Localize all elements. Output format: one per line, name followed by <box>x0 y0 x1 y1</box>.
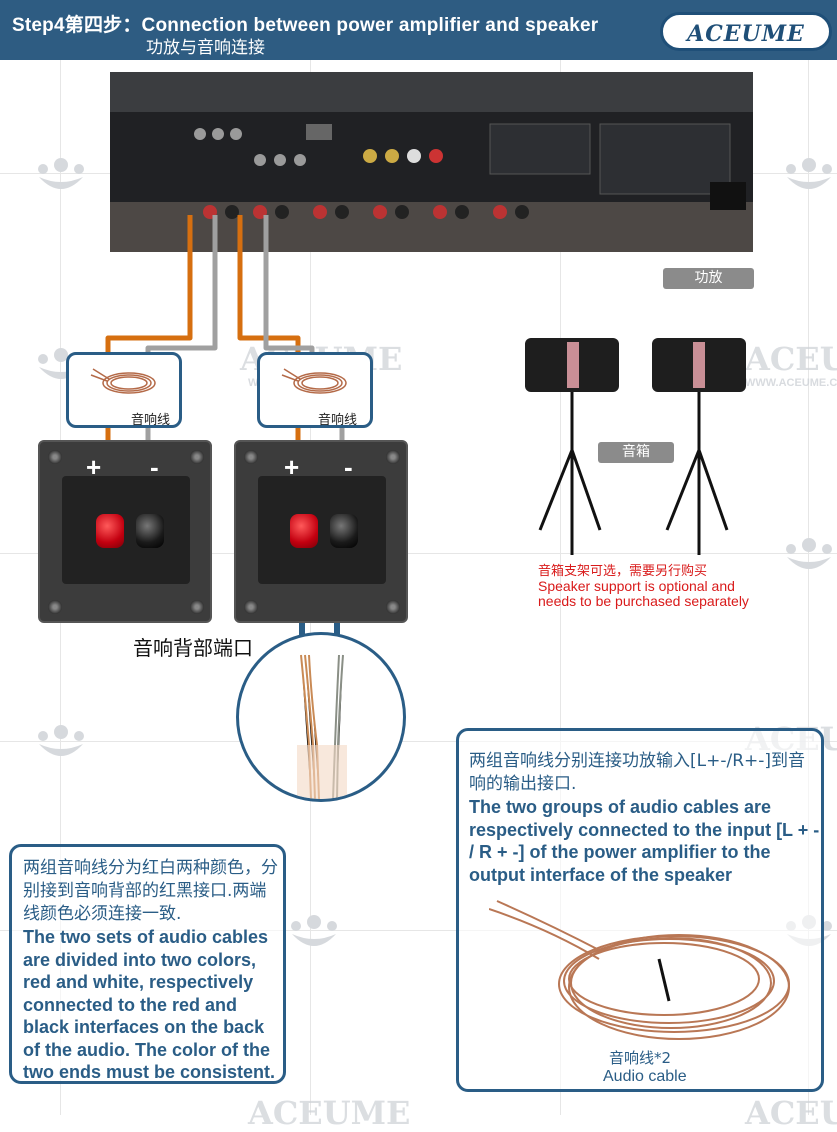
watermark-figure-icon <box>786 538 832 569</box>
black-binding-post <box>136 514 164 548</box>
speaker-tag: 音箱 <box>598 442 674 463</box>
watermark-url: WWW.ACEUME.COM <box>745 377 837 389</box>
minus-sign: - <box>344 452 353 482</box>
watermark-figure-icon <box>786 158 832 189</box>
audio-cable-coil-image <box>489 900 790 1040</box>
screw-icon <box>244 600 258 614</box>
screw-icon <box>244 450 258 464</box>
speaker-terminal-left: + - <box>38 440 212 623</box>
grid-line <box>0 553 837 554</box>
audio-wire-box-left: 音响线 <box>66 352 182 428</box>
stand-note-cn: 音箱支架可选，需要另行购买 <box>538 564 708 579</box>
grid-line <box>560 60 561 1115</box>
plus-sign: + <box>284 452 300 482</box>
wire-caption-right: 音响线 <box>318 413 358 428</box>
brand-logo-text: ACEUME <box>687 21 805 47</box>
amplifier-tag: 功放 <box>663 268 754 289</box>
black-binding-post <box>330 514 358 548</box>
stripped-wire-drawing <box>297 654 347 799</box>
right-instruction-box: 两组音响线分别连接功放输入[L+-/R+-]到音响的输出接口. The two … <box>456 728 824 1092</box>
screw-icon <box>190 450 204 464</box>
left-instruction-cn: 两组音响线分为红白两种颜色，分别接到音响背部的红黑接口.两端线颜色必须连接一致. <box>23 858 278 924</box>
left-instruction-box: 两组音响线分为红白两种颜色，分别接到音响背部的红黑接口.两端线颜色必须连接一致.… <box>9 844 286 1084</box>
brand-logo: ACEUME <box>660 12 832 51</box>
watermark-brand: ACEUME <box>745 1094 837 1132</box>
audio-wire-box-right: 音响线 <box>257 352 373 428</box>
watermark-figure-icon <box>38 725 84 756</box>
watermark-brand: ACEUME <box>745 340 837 378</box>
left-instruction-en: The two sets of audio cables are divided… <box>23 927 276 1082</box>
grid-line <box>808 60 809 1115</box>
page-subtitle: 功放与音响连接 <box>146 38 265 58</box>
red-binding-post <box>96 514 124 548</box>
terminal-recess <box>258 476 386 584</box>
screw-icon <box>386 450 400 464</box>
audio-cable-coil-icon <box>281 368 347 394</box>
screw-icon <box>48 600 62 614</box>
speaker-terminal-right: + - <box>234 440 408 623</box>
grid-line <box>0 930 837 931</box>
screw-icon <box>386 600 400 614</box>
terminal-recess <box>62 476 190 584</box>
cable-caption-cn: 音响线*2 <box>609 1049 672 1067</box>
right-instruction-cn: 两组音响线分别连接功放输入[L+-/R+-]到音响的输出接口. <box>469 751 806 794</box>
watermark-figure-icon <box>38 158 84 189</box>
wire-caption-left: 音响线 <box>131 413 171 428</box>
right-instruction-en: The two groups of audio cables are respe… <box>469 797 820 885</box>
grid-line <box>0 741 837 742</box>
screw-icon <box>190 600 204 614</box>
red-binding-post <box>290 514 318 548</box>
cable-caption-en: Audio cable <box>603 1068 687 1085</box>
audio-cable-coil-icon <box>90 368 156 394</box>
stand-note-en: Speaker support is optional and needs to… <box>538 578 749 609</box>
watermark-figure-icon <box>291 915 337 946</box>
plus-sign: + <box>86 452 102 482</box>
watermark-brand: ACEUME <box>248 1094 411 1132</box>
screw-icon <box>48 450 62 464</box>
speaker-stands-image <box>525 338 746 555</box>
terminal-caption: 音响背部端口 <box>133 636 253 660</box>
minus-sign: - <box>150 452 159 482</box>
page-title: Step4第四步：Connection between power amplif… <box>12 15 599 36</box>
stripped-wire-circle <box>236 632 406 802</box>
